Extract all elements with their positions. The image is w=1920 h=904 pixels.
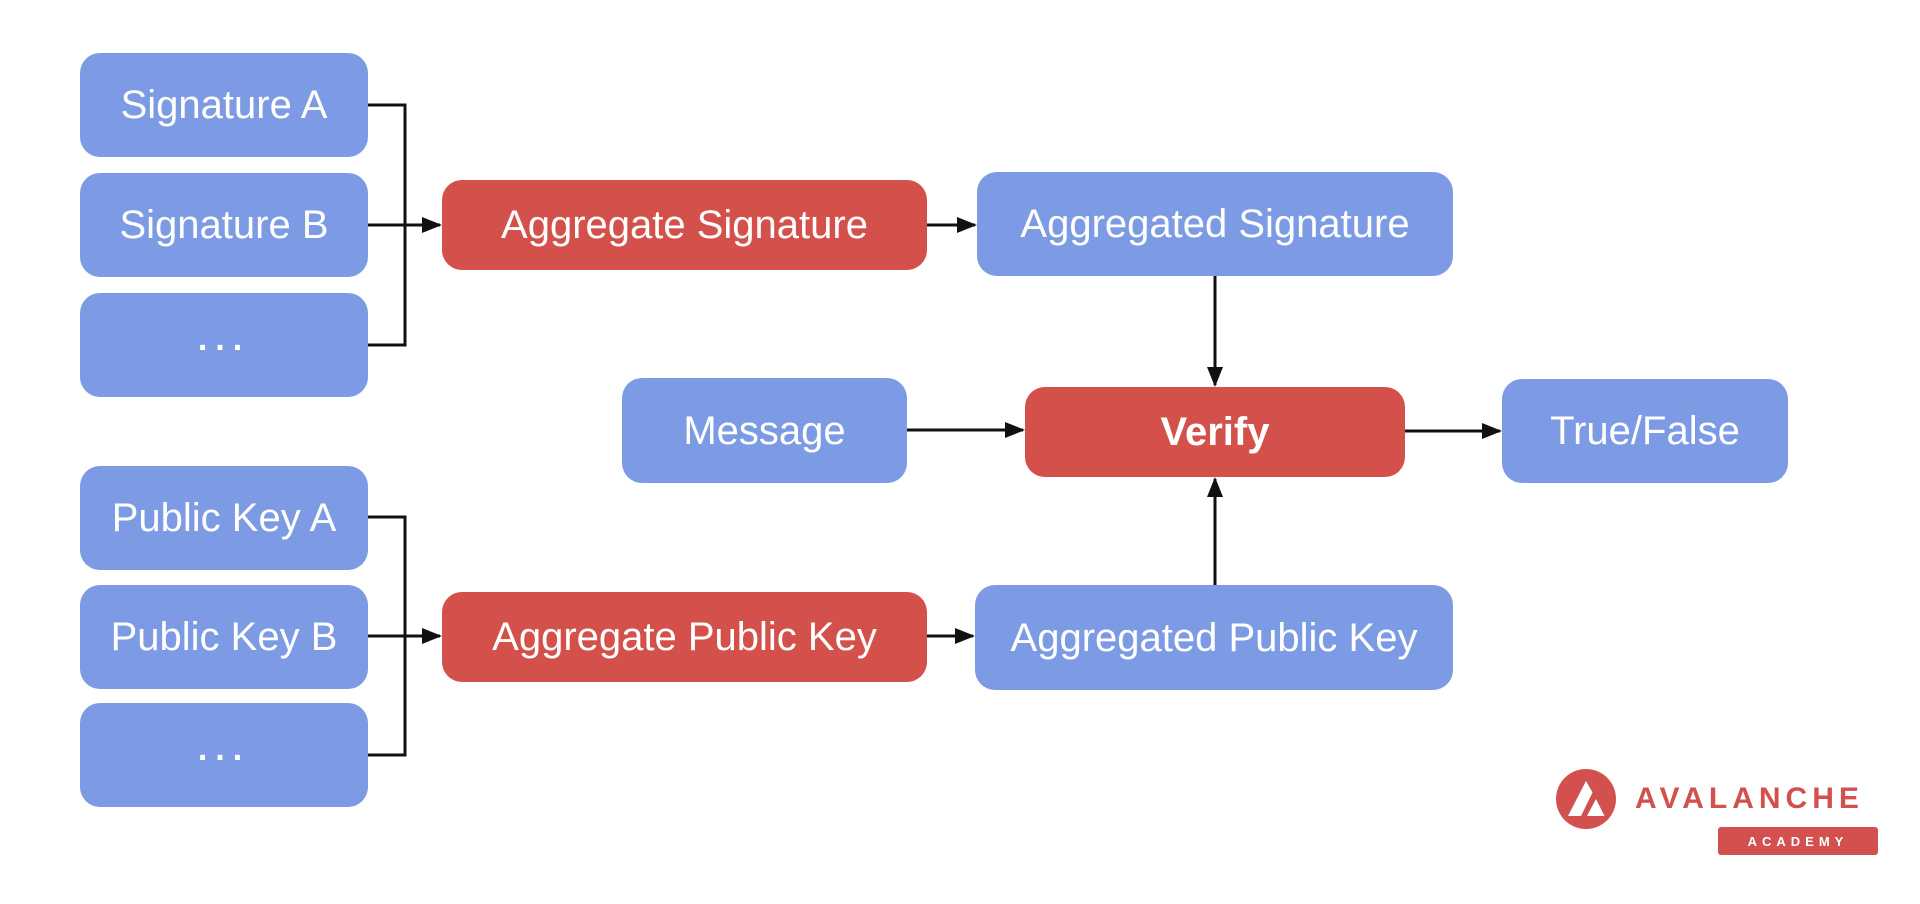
avalanche-logo-icon bbox=[1556, 769, 1616, 829]
node-signature-more: ... bbox=[80, 293, 368, 397]
node-aggregate-signature: Aggregate Signature bbox=[442, 180, 927, 270]
avalanche-academy-logo: AVALANCHE ACADEMY bbox=[1550, 765, 1885, 860]
logo-brand-text: AVALANCHE bbox=[1635, 782, 1864, 815]
node-signature-a: Signature A bbox=[80, 53, 368, 157]
node-public-key-more: ... bbox=[80, 703, 368, 807]
node-aggregate-public-key: Aggregate Public Key bbox=[442, 592, 927, 682]
node-signature-b: Signature B bbox=[80, 173, 368, 277]
node-public-key-b: Public Key B bbox=[80, 585, 368, 689]
node-verify: Verify bbox=[1025, 387, 1405, 477]
node-aggregated-public-key: Aggregated Public Key bbox=[975, 585, 1453, 690]
logo-academy-badge: ACADEMY bbox=[1718, 827, 1878, 855]
node-true-false: True/False bbox=[1502, 379, 1788, 483]
node-aggregated-signature: Aggregated Signature bbox=[977, 172, 1453, 276]
node-public-key-a: Public Key A bbox=[80, 466, 368, 570]
node-message: Message bbox=[622, 378, 907, 483]
